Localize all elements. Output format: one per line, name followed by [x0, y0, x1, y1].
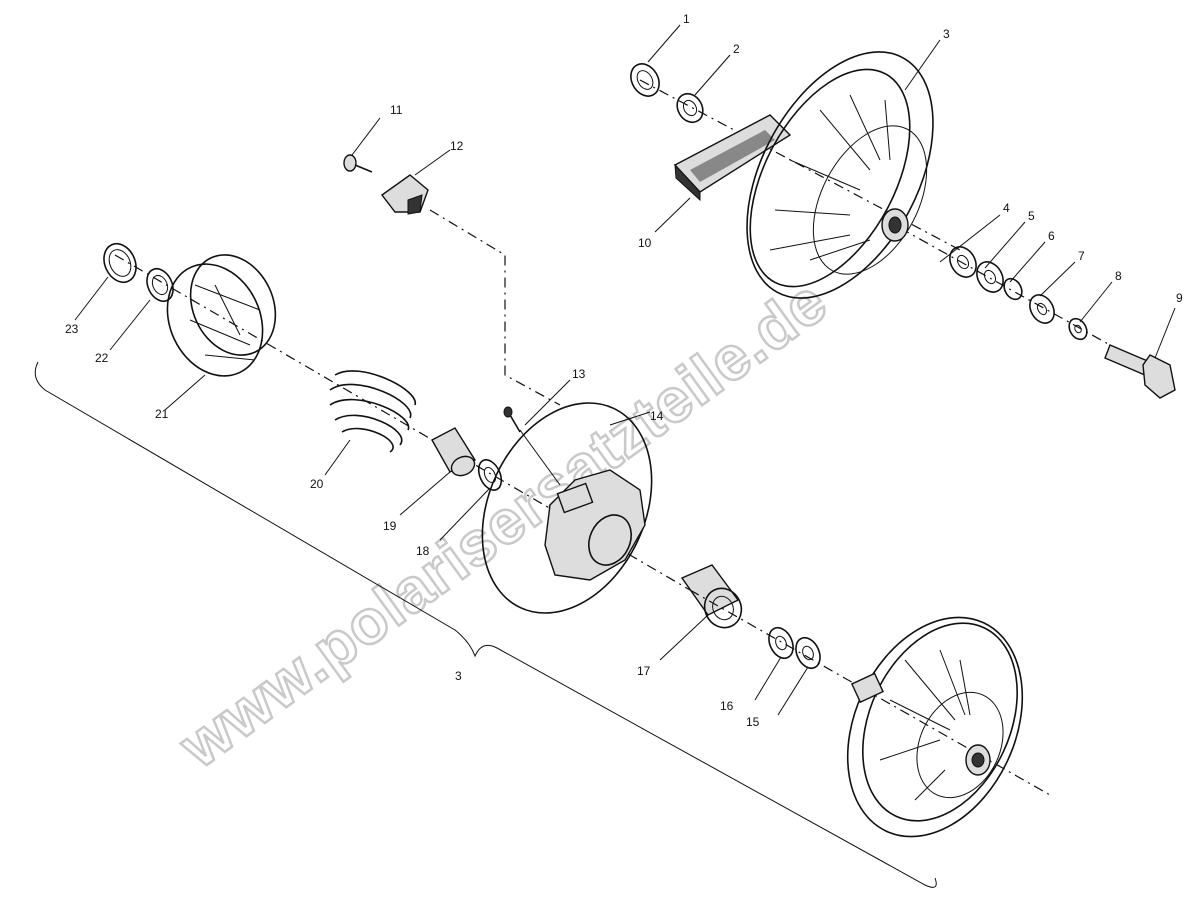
callout-8: 8	[1115, 269, 1122, 283]
part-7-washer	[1029, 294, 1055, 324]
callout-2: 2	[733, 42, 740, 56]
part-19-bushing	[431, 427, 477, 477]
part-1-seal	[630, 63, 660, 97]
part-20-spring	[329, 370, 416, 453]
slider-guide-line	[429, 209, 561, 406]
callout-3-assembly: 3	[455, 669, 462, 683]
callout-13: 13	[572, 367, 586, 381]
part-6-spacer	[1003, 277, 1023, 301]
callout-10: 10	[638, 236, 652, 250]
part-10-block	[673, 114, 792, 202]
part-15-washer	[795, 636, 821, 670]
callout-14: 14	[650, 409, 664, 423]
part-21-cam	[166, 254, 277, 377]
callout-22: 22	[95, 351, 109, 365]
assembly-brace	[34, 361, 937, 888]
callout-19: 19	[383, 519, 397, 533]
part-9-bolt	[1104, 344, 1176, 399]
callout-9: 9	[1176, 291, 1183, 305]
leader-lines	[74, 24, 1176, 716]
callout-23: 23	[65, 322, 79, 336]
part-2-washer	[676, 92, 704, 124]
part-4-washer	[949, 246, 977, 278]
part-5-washer	[976, 261, 1004, 293]
callout-20: 20	[310, 477, 324, 491]
callout-7: 7	[1078, 249, 1085, 263]
callout-5: 5	[1028, 209, 1035, 223]
callout-6: 6	[1048, 229, 1055, 243]
callout-18: 18	[416, 544, 430, 558]
callout-17: 17	[637, 664, 651, 678]
part-8-lockwasher	[1068, 317, 1088, 341]
callout-15: 15	[746, 715, 760, 729]
callout-16: 16	[720, 699, 734, 713]
fixed-sheave	[846, 616, 1024, 838]
part-12-slider	[381, 174, 429, 215]
callout-12: 12	[450, 139, 464, 153]
callout-labels: 1 2 3 4 5 6 7 8 9 10 11 12 13 14 15 16 1…	[65, 12, 1183, 729]
part-22-washer	[146, 267, 174, 303]
part-3-sheave	[746, 51, 934, 299]
callout-4: 4	[1003, 201, 1010, 215]
part-23-snapring	[103, 242, 137, 284]
callout-1: 1	[683, 12, 690, 26]
part-16-washer	[768, 626, 794, 660]
callout-21: 21	[155, 407, 169, 421]
callout-3: 3	[943, 27, 950, 41]
callout-11: 11	[390, 103, 403, 117]
part-11-screw	[343, 154, 373, 173]
part-14-moveable-sheave	[481, 402, 653, 614]
upper-axis-line-2	[899, 227, 1111, 346]
part-13-screw	[503, 406, 521, 433]
part-17-bearing	[680, 564, 743, 629]
